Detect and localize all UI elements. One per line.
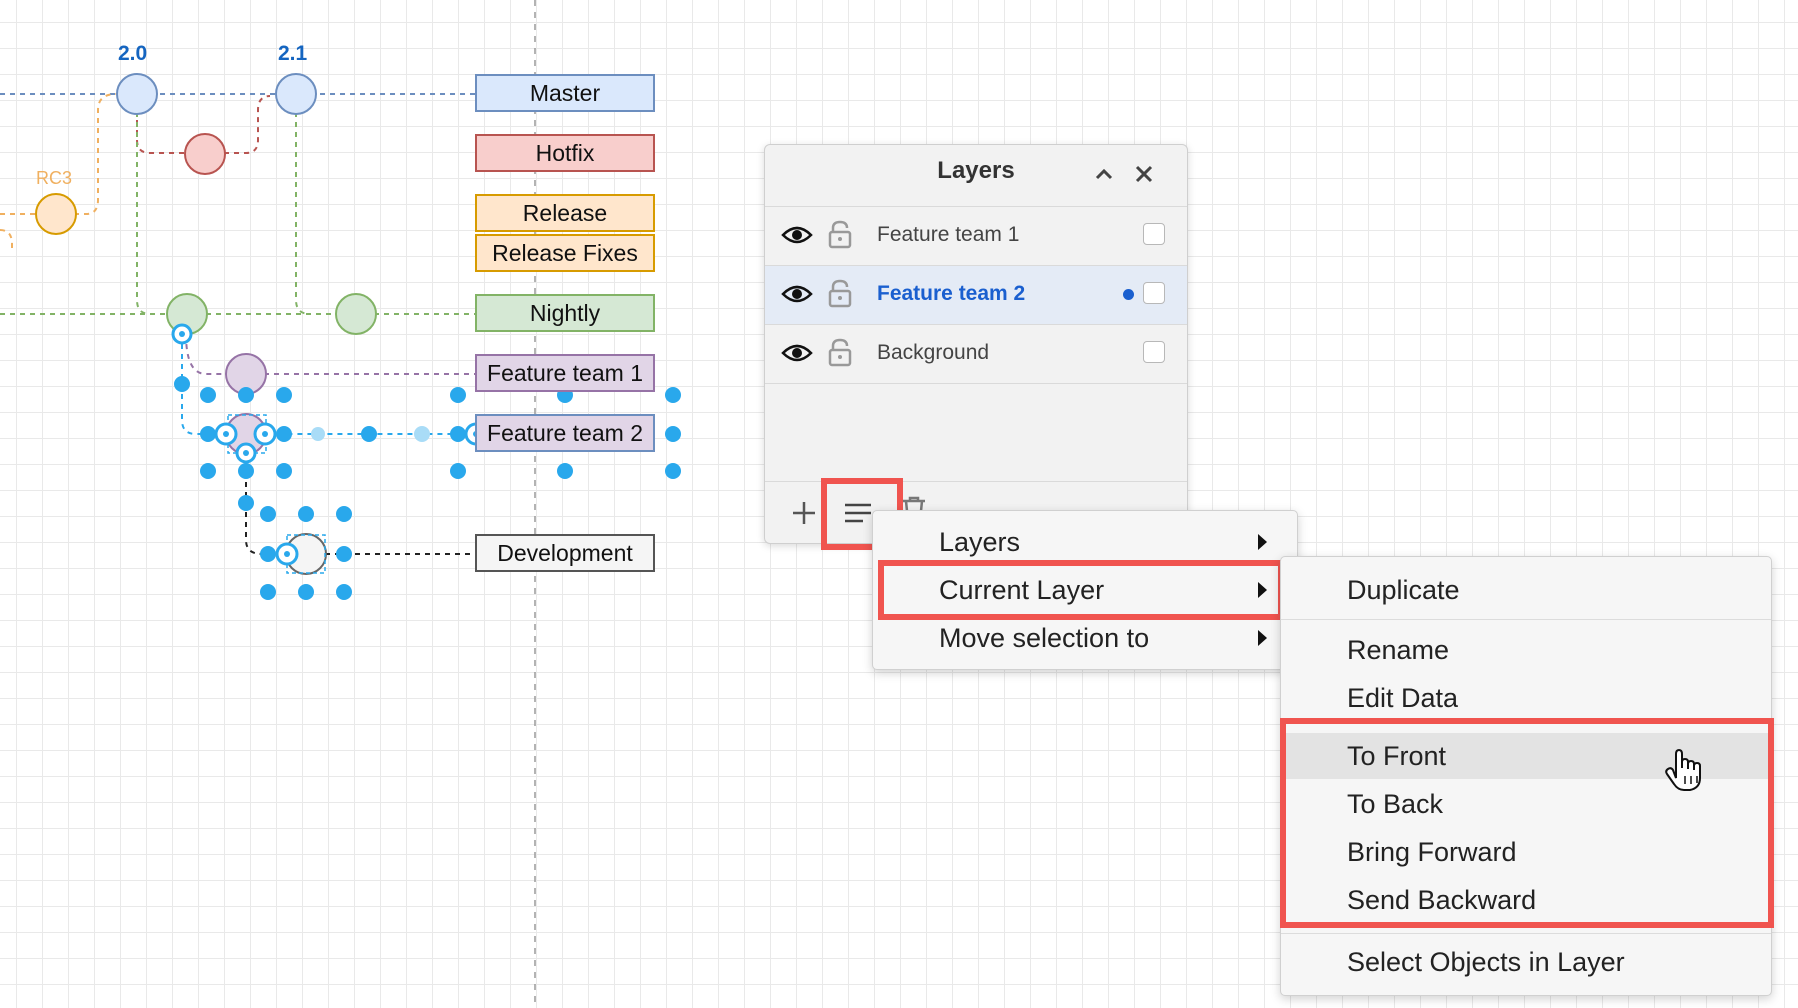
commit-2-1	[275, 73, 317, 115]
version-label-2-0: 2.0	[118, 42, 148, 65]
branch-master[interactable]: Master	[475, 74, 655, 112]
branch-release-fixes[interactable]: Release Fixes	[475, 234, 655, 272]
menu-item-label: Duplicate	[1347, 575, 1460, 605]
lock-icon[interactable]	[827, 278, 853, 313]
menu-item-duplicate[interactable]: Duplicate	[1281, 567, 1771, 613]
branch-feature-team-2[interactable]: Feature team 2	[475, 414, 655, 452]
submenu-arrow-icon	[1258, 630, 1267, 646]
lock-icon[interactable]	[827, 219, 853, 254]
menu-item-bring-forward[interactable]: Bring Forward	[1281, 829, 1771, 875]
menu-item-label: Current Layer	[939, 575, 1105, 605]
menu-item-layers[interactable]: Layers	[873, 519, 1297, 565]
lock-icon[interactable]	[827, 337, 853, 372]
menu-item-edit-data[interactable]: Edit Data	[1281, 675, 1771, 721]
layer-select-checkbox[interactable]	[1143, 223, 1165, 245]
layer-name[interactable]: Feature team 1	[877, 223, 1020, 246]
branch-feature-team-1[interactable]: Feature team 1	[475, 354, 655, 392]
menu-item-label: Select Objects in Layer	[1347, 947, 1625, 977]
menu-item-send-backward[interactable]: Send Backward	[1281, 877, 1771, 923]
release-branch-line	[0, 93, 117, 252]
layers-panel-footer	[765, 481, 1187, 543]
menu-item-label: Layers	[939, 527, 1021, 557]
branch-release[interactable]: Release	[475, 194, 655, 232]
menu-item-label: Rename	[1347, 635, 1450, 665]
selection-indicator-dot	[1123, 289, 1134, 300]
layer-select-checkbox[interactable]	[1143, 282, 1165, 304]
commit-hotfix	[184, 133, 226, 175]
rc-label: RC3	[36, 168, 73, 188]
menu-item-to-back[interactable]: To Back	[1281, 781, 1771, 827]
menu-separator	[1281, 619, 1771, 620]
chevron-up-icon[interactable]	[1089, 159, 1119, 189]
menu-icon[interactable]	[843, 498, 873, 528]
layer-select-checkbox[interactable]	[1143, 341, 1165, 363]
menu-item-current-layer[interactable]: Current Layer	[873, 567, 1297, 613]
branch-development[interactable]: Development	[475, 534, 655, 572]
branch-hotfix[interactable]: Hotfix	[475, 134, 655, 172]
feature-team-2-line	[181, 334, 475, 435]
layer-row-feature-team-1[interactable]: Feature team 1	[765, 206, 1187, 265]
menu-item-select-objects[interactable]: Select Objects in Layer	[1281, 939, 1771, 985]
branch-nightly[interactable]: Nightly	[475, 294, 655, 332]
hotfix-branch-line	[136, 95, 271, 154]
menu-item-label: Edit Data	[1347, 683, 1459, 713]
eye-icon[interactable]	[781, 341, 813, 370]
plus-icon[interactable]	[789, 498, 819, 528]
hand-cursor-icon	[1665, 748, 1701, 791]
layers-panel: Layers Feature team 1 Feature team 2	[764, 144, 1188, 544]
submenu-arrow-icon	[1258, 582, 1267, 598]
selection-handles	[174, 376, 681, 600]
menu-separator	[1281, 933, 1771, 934]
eye-icon[interactable]	[781, 282, 813, 311]
connection-points	[171, 323, 488, 566]
version-label-2-1: 2.1	[278, 42, 308, 65]
menu-item-label: To Front	[1347, 741, 1447, 771]
layers-context-menu: Layers Current Layer Move selection to	[872, 510, 1298, 670]
layer-name[interactable]: Feature team 2	[877, 282, 1026, 305]
layer-row-feature-team-2[interactable]: Feature team 2	[765, 265, 1187, 324]
layers-panel-title: Layers	[937, 157, 1015, 184]
nightly-branch-line	[0, 112, 475, 315]
commit-nightly-2	[335, 293, 377, 335]
layer-row-background[interactable]: Background	[765, 324, 1187, 383]
eye-icon[interactable]	[781, 223, 813, 252]
menu-item-label: Move selection to	[939, 623, 1150, 653]
menu-item-label: Send Backward	[1347, 885, 1537, 915]
menu-item-label: Bring Forward	[1347, 837, 1517, 867]
menu-item-rename[interactable]: Rename	[1281, 627, 1771, 673]
submenu-arrow-icon	[1258, 534, 1267, 550]
layer-list-end-divider	[765, 383, 1187, 385]
feature-team-1-line	[185, 333, 475, 375]
close-icon[interactable]	[1129, 159, 1159, 189]
menu-item-label: To Back	[1347, 789, 1444, 819]
commit-2-0	[116, 73, 158, 115]
menu-item-move-selection[interactable]: Move selection to	[873, 615, 1297, 661]
layer-name[interactable]: Background	[877, 341, 990, 364]
commit-rc3	[35, 193, 77, 235]
